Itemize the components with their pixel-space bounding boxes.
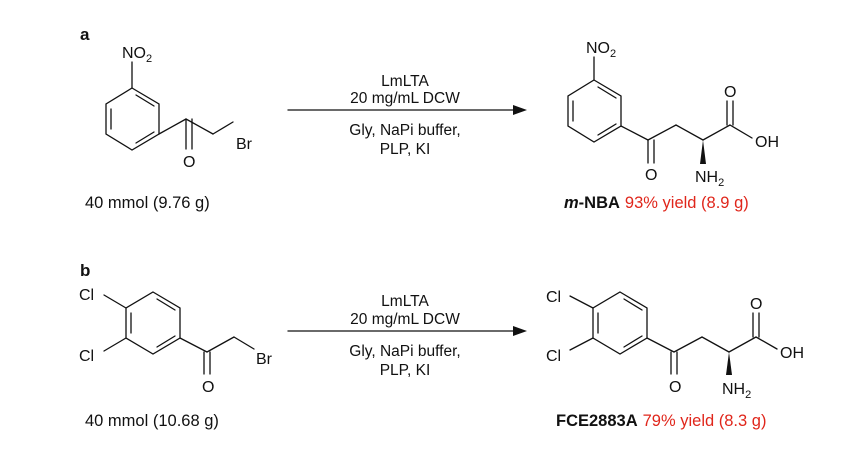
- panel-b: b Cl Cl O Br 40 mmol (10.68 g) LmLTA: [79, 261, 804, 430]
- chloro-group-2-product-b: Cl: [546, 348, 561, 365]
- reactant-amount-a: 40 mmol (9.76 g): [85, 194, 210, 212]
- carbonyl-oxygen-b: O: [202, 379, 214, 396]
- benzene-ring-b: [125, 291, 181, 355]
- reactant-a: NO2 O Br 40 mmol (9.76 g): [85, 45, 253, 212]
- condition-loading-b: 20 mg/mL DCW: [350, 311, 460, 328]
- panel-label-a: a: [80, 25, 90, 44]
- chloro-group-2-b: Cl: [79, 348, 94, 365]
- condition-loading-a: 20 mg/mL DCW: [350, 90, 460, 107]
- bromo-group-b: Br: [256, 351, 273, 368]
- condition-cofactor-b: PLP, KI: [380, 362, 431, 379]
- acid-oxygen-product-a: O: [724, 84, 736, 101]
- acid-hydroxyl-product-b: OH: [780, 345, 804, 362]
- reactant-amount-b: 40 mmol (10.68 g): [85, 412, 219, 430]
- keto-oxygen-product-a: O: [645, 167, 657, 184]
- chloro-group-1-product-b: Cl: [546, 289, 561, 306]
- condition-enzyme-a: LmLTA: [381, 73, 429, 90]
- panel-a: a NO2 O Br 40 mmol (9.76 g) LmLTA 20 mg/…: [80, 25, 779, 212]
- benzene-ring-product-b: [592, 291, 648, 355]
- benzene-ring-product-a: [567, 79, 622, 143]
- reactant-b: Cl Cl O Br 40 mmol (10.68 g): [79, 287, 273, 430]
- condition-cofactor-a: PLP, KI: [380, 141, 431, 158]
- chloro-group-1-b: Cl: [79, 287, 94, 304]
- reaction-conditions-a: LmLTA 20 mg/mL DCW Gly, NaPi buffer, PLP…: [287, 73, 527, 158]
- nitro-group-product-a: NO2: [586, 40, 616, 60]
- condition-buffer-a: Gly, NaPi buffer,: [349, 122, 460, 139]
- condition-buffer-b: Gly, NaPi buffer,: [349, 343, 460, 360]
- acid-hydroxyl-product-a: OH: [755, 134, 779, 151]
- bromo-group-a: Br: [236, 136, 253, 153]
- amine-group-product-b: NH2: [722, 381, 751, 401]
- reaction-conditions-b: LmLTA 20 mg/mL DCW Gly, NaPi buffer, PLP…: [287, 293, 527, 379]
- carbonyl-oxygen-a: O: [183, 154, 195, 171]
- nitro-group-a: NO2: [122, 45, 152, 65]
- condition-enzyme-b: LmLTA: [381, 293, 429, 310]
- keto-oxygen-product-b: O: [669, 379, 681, 396]
- acid-oxygen-product-b: O: [750, 296, 762, 313]
- amine-group-product-a: NH2: [695, 169, 724, 189]
- benzene-ring-a: [105, 87, 160, 151]
- panel-label-b: b: [80, 261, 90, 280]
